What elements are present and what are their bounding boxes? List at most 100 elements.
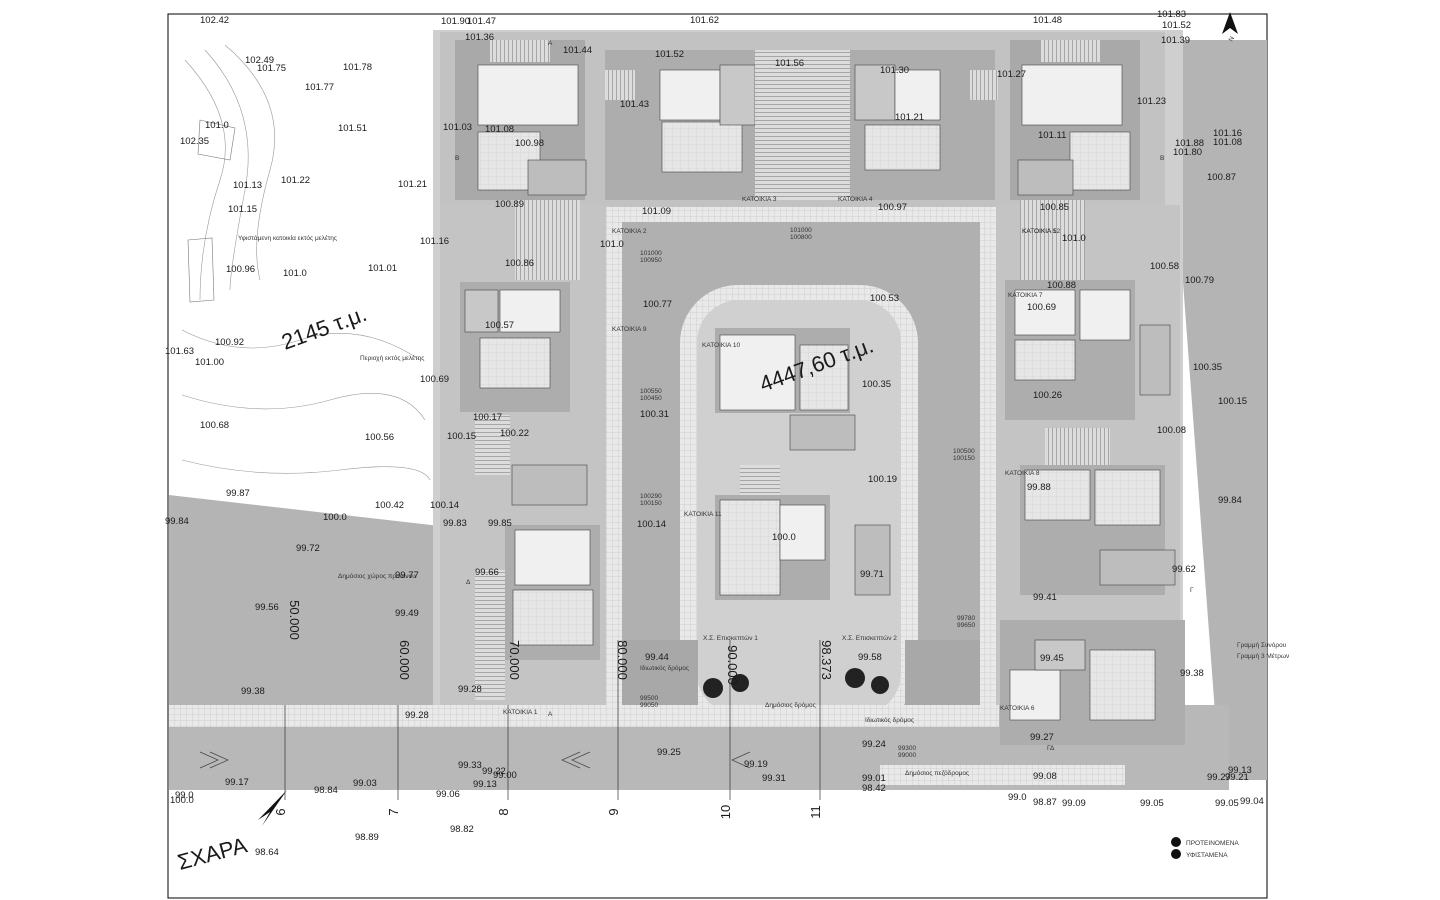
spot-level: 100950 xyxy=(640,257,662,264)
elevation-value: 99.04 xyxy=(1240,796,1264,807)
elevation-value: 100.58 xyxy=(1150,261,1179,272)
elevation-value: 98.42 xyxy=(862,783,886,794)
section-mark: Γ xyxy=(1190,587,1194,594)
spot-level: 99650 xyxy=(957,622,975,629)
house-top-4 xyxy=(1010,40,1140,200)
elevation-value: 99.17 xyxy=(225,777,249,788)
elevation-value: 99.84 xyxy=(1218,495,1242,506)
elevation-value: 102.42 xyxy=(200,15,229,26)
dimension-value: 80.000 xyxy=(615,640,630,680)
elevation-value: 101.52 xyxy=(655,49,684,60)
elevation-value: 101.13 xyxy=(233,180,262,191)
dimension-value: 90.000 xyxy=(725,645,740,685)
elevation-value: 100.14 xyxy=(637,519,666,530)
elevation-value: 101.09 xyxy=(642,206,671,217)
legend-existing: ΥΦΙΣΤΑΜΕΝΑ xyxy=(1186,852,1228,859)
elevation-value: 99.21 xyxy=(1225,772,1249,783)
pool-left xyxy=(511,464,588,506)
elevation-value: 100.57 xyxy=(485,320,514,331)
house-label: ΚΑΤΟΙΚΙΑ 2 xyxy=(612,228,647,235)
elevation-value: 100.17 xyxy=(473,412,502,423)
elevation-value: 99.77 xyxy=(395,570,419,581)
stairs-right-2 xyxy=(1045,428,1110,468)
elevation-value: 100.85 xyxy=(1040,202,1069,213)
elevation-value: 100.08 xyxy=(1157,425,1186,436)
elevation-value: 99.0 xyxy=(175,790,194,801)
elevation-value: 98.64 xyxy=(255,847,279,858)
elevation-value: 98.84 xyxy=(314,785,338,796)
elevation-value: 101.51 xyxy=(338,123,367,134)
grid-lines xyxy=(284,640,821,800)
elevation-value: 100.35 xyxy=(862,379,891,390)
dimension-value: 98.373 xyxy=(819,640,834,680)
section-mark: B xyxy=(455,155,459,162)
label-private-road-1: Ιδιωτικός δρόμος xyxy=(640,664,689,672)
spot-level: 99300 xyxy=(898,745,916,752)
section-mark: Δ xyxy=(1050,745,1055,752)
grid-number: 6 xyxy=(273,808,288,815)
elevation-value: 101.63 xyxy=(165,346,194,357)
elevation-value: 101.30 xyxy=(880,65,909,76)
house-label: ΚΑΤΟΙΚΙΑ 5 xyxy=(1022,228,1057,235)
elevation-value: 99.33 xyxy=(458,760,482,771)
elevation-value: 98.87 xyxy=(1033,797,1057,808)
section-mark: A xyxy=(548,711,553,718)
elevation-value: 100.0 xyxy=(323,512,347,523)
spot-level: 100150 xyxy=(640,500,662,507)
elevation-value: 100.35 xyxy=(1193,362,1222,373)
elevation-value: 99.58 xyxy=(858,652,882,663)
elevation-value: 100.97 xyxy=(878,202,907,213)
elevation-value: 99.44 xyxy=(645,652,669,663)
elevation-value: 101.78 xyxy=(343,62,372,73)
elevations: 102.42102.49101.75101.77101.78101.51102.… xyxy=(165,9,1264,858)
elevation-value: 100.22 xyxy=(500,428,529,439)
house-label: ΚΑΤΟΙΚΙΑ 10 xyxy=(702,342,740,349)
spot-level: 100550 xyxy=(640,388,662,395)
spot-level: 99050 xyxy=(640,702,658,709)
elevation-value: 98.82 xyxy=(450,824,474,835)
north-arrow-icon xyxy=(1222,12,1238,34)
elevation-value: 101.0 xyxy=(1062,233,1086,244)
elevation-value: 100.69 xyxy=(420,374,449,385)
grid-number: 7 xyxy=(386,808,401,815)
elevation-value: 101.00 xyxy=(195,357,224,368)
house-label: ΚΑΤΟΙΚΙΑ 12 xyxy=(1022,228,1060,235)
elevation-value: 99.09 xyxy=(1062,798,1086,809)
elevation-value: 99.45 xyxy=(1040,653,1064,664)
elevation-value: 100.31 xyxy=(640,409,669,420)
elevation-value: 101.39 xyxy=(1161,35,1190,46)
section-mark: B xyxy=(1160,155,1164,162)
elevation-value: 99.06 xyxy=(436,789,460,800)
spot-level: 100290 xyxy=(640,493,662,500)
elevation-value: 99.87 xyxy=(226,488,250,499)
stairs-left-1 xyxy=(515,200,580,280)
house-center-2 xyxy=(715,495,891,600)
grid-number: 10 xyxy=(718,805,733,819)
house-top-3 xyxy=(850,50,998,200)
elevation-value: 100.15 xyxy=(1218,396,1247,407)
elevation-value: 99.28 xyxy=(405,710,429,721)
elevation-value: 99.66 xyxy=(475,567,499,578)
spot-level: 99000 xyxy=(898,752,916,759)
elevation-value: 100.98 xyxy=(515,138,544,149)
pedestrian-road xyxy=(880,765,1125,785)
elevation-value: 100.92 xyxy=(215,337,244,348)
road-chevrons xyxy=(199,751,751,769)
elevation-value: 99.19 xyxy=(744,759,768,770)
elevation-value: 99.41 xyxy=(1033,592,1057,603)
elevation-value: 101.16 xyxy=(1213,128,1242,139)
elevation-value: 100.86 xyxy=(505,258,534,269)
elevation-value: 101.01 xyxy=(368,263,397,274)
grid-number: 11 xyxy=(808,805,823,819)
house-top-1 xyxy=(455,40,587,200)
elevation-value: 99.08 xyxy=(1033,771,1057,782)
elevation-value: 100.15 xyxy=(447,431,476,442)
elevation-value: 101.21 xyxy=(895,112,924,123)
elevation-value: 100.87 xyxy=(1207,172,1236,183)
elevation-value: 99.25 xyxy=(657,747,681,758)
elevation-value: 100.0 xyxy=(772,532,796,543)
contour-lines xyxy=(181,44,431,481)
elevation-value: 101.11 xyxy=(1038,130,1066,141)
elevation-value: 101.0 xyxy=(205,120,229,131)
